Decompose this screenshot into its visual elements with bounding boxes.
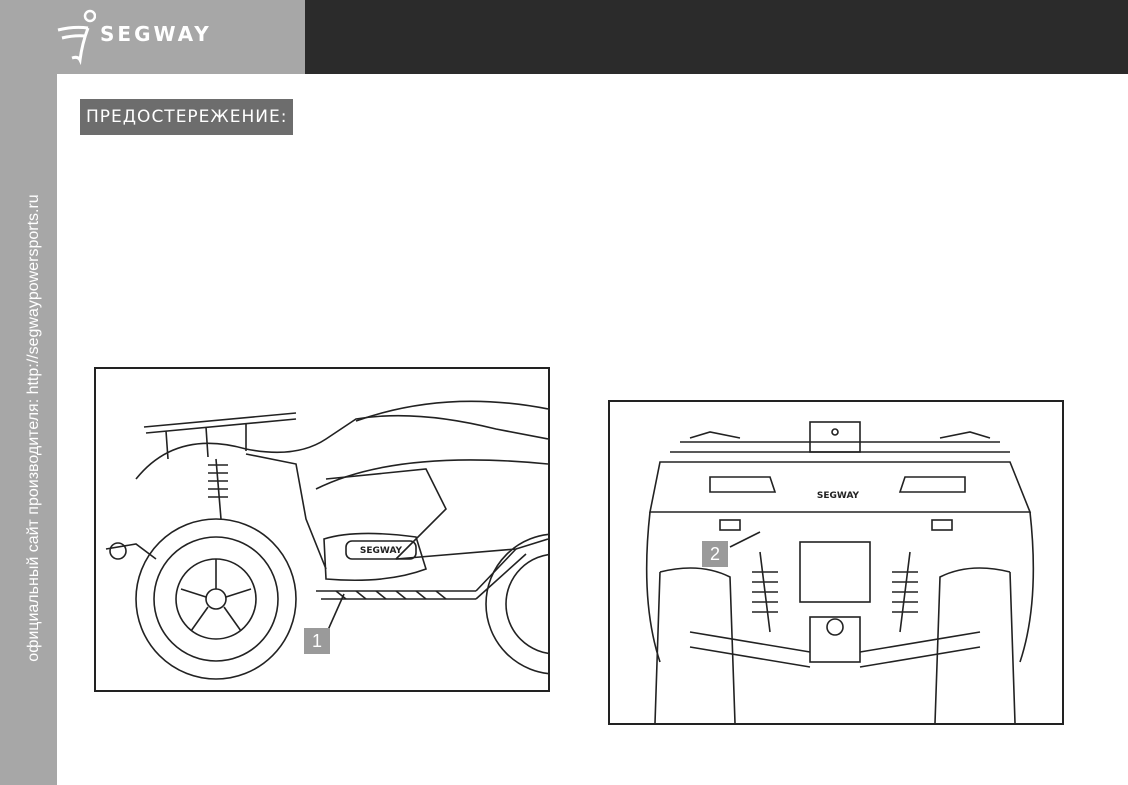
callout-2: 2 (702, 541, 728, 567)
segway-logo-icon (57, 9, 96, 66)
brand-name: SEGWAY (100, 22, 212, 46)
figure-side-view: SEGWAY 1 (94, 367, 550, 692)
side-strip (0, 74, 57, 785)
figure-badge-text: SEGWAY (360, 546, 403, 556)
header-brand-area (0, 0, 305, 74)
atv-rear-illustration: SEGWAY (645, 421, 1035, 723)
figure-rear-view: SEGWAY 2 (608, 400, 1064, 725)
figure-badge-text: SEGWAY (817, 491, 860, 501)
callout-1: 1 (304, 628, 330, 654)
header-bar (305, 0, 1128, 74)
warning-heading: ПРЕДОСТЕРЕЖЕНИЕ: (80, 99, 294, 135)
site-url-vertical: официальный сайт производителя: http://s… (25, 194, 42, 662)
